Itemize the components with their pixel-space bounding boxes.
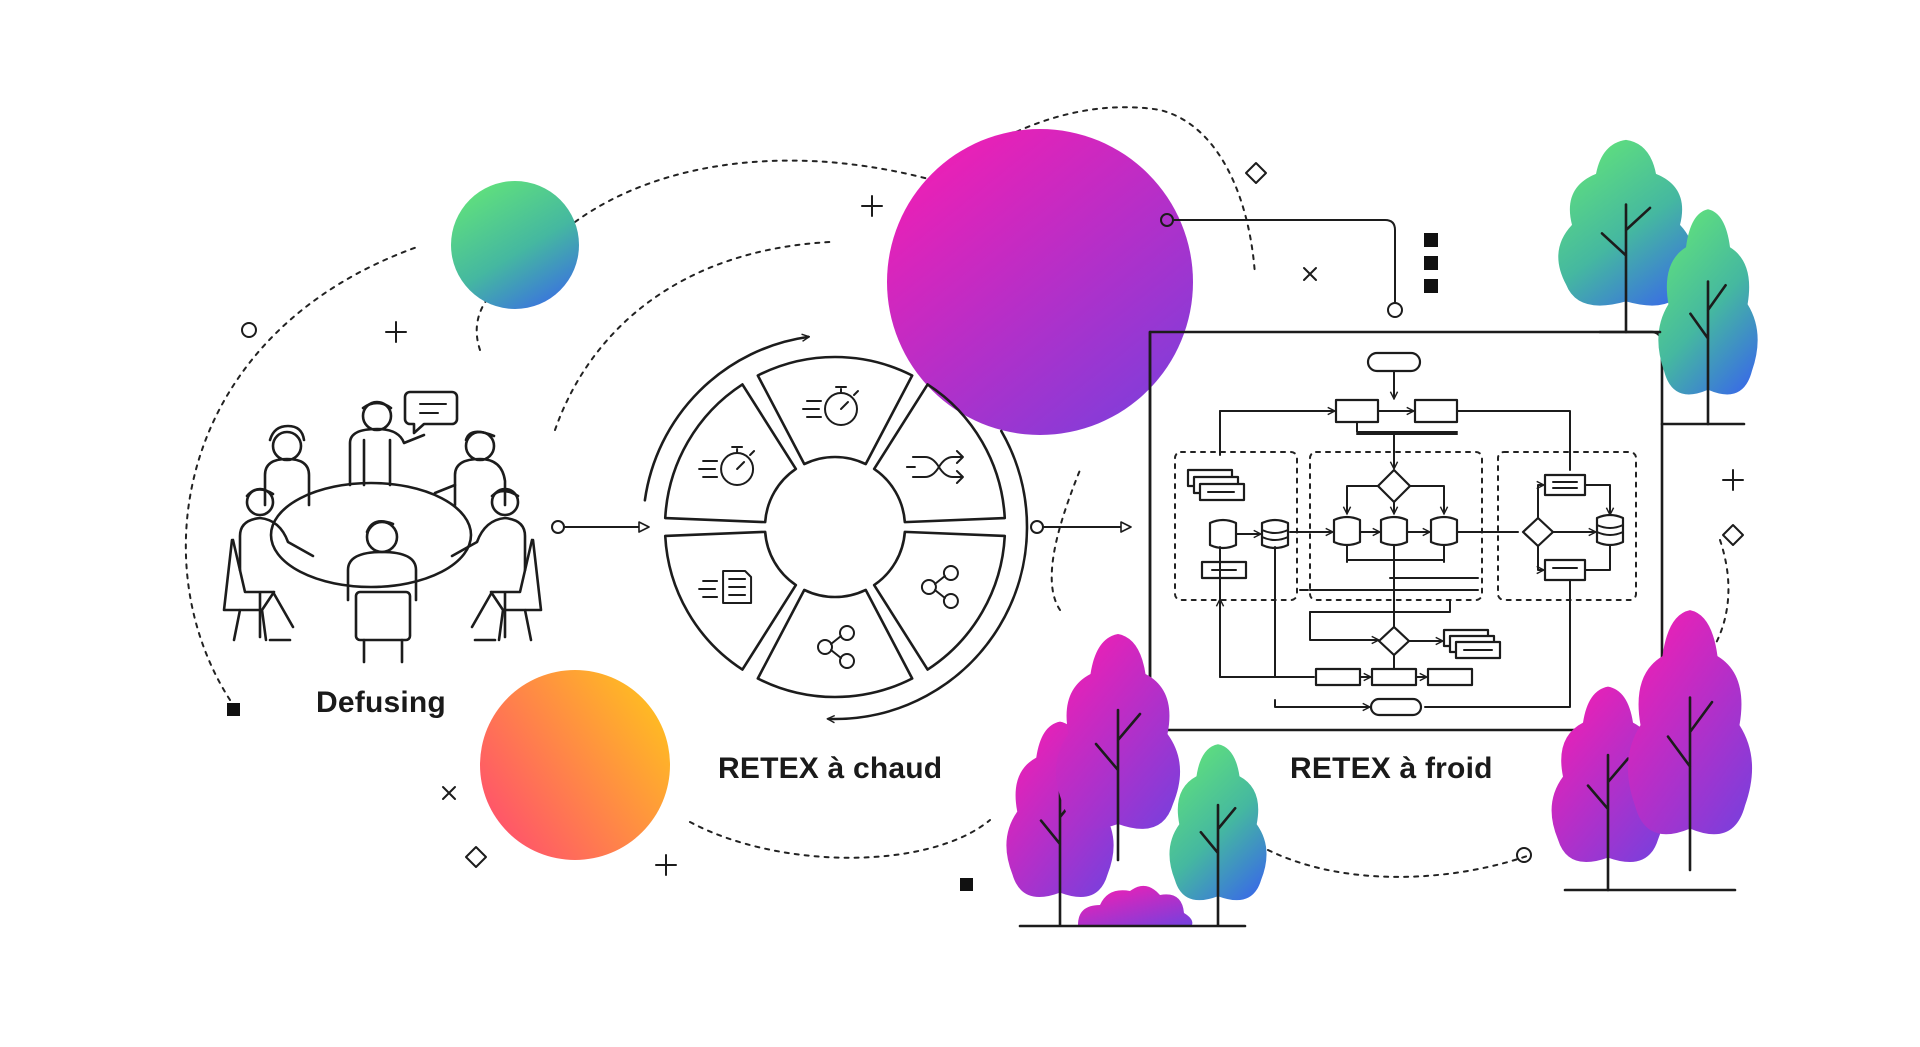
tree-icon xyxy=(1627,610,1753,872)
tree-icon xyxy=(1551,686,1665,892)
people-round-table-icon xyxy=(222,390,543,664)
connector-chaud-to-froid xyxy=(1030,520,1132,534)
tree-icons xyxy=(1006,139,1758,928)
tree-icon xyxy=(1658,209,1758,426)
wheel-segment xyxy=(756,588,914,699)
orange-yellow-circle xyxy=(480,670,670,860)
share-icon xyxy=(920,565,959,609)
tree-icon xyxy=(1055,634,1181,862)
fast-stopwatch-icon xyxy=(698,446,756,486)
bush-icon xyxy=(1078,885,1193,925)
ground-line xyxy=(1018,330,1737,928)
wheel-segment xyxy=(872,383,1007,524)
share-icon xyxy=(817,625,855,669)
wheel-segment xyxy=(663,383,798,524)
tree-icon xyxy=(1558,139,1694,334)
wheel-segment xyxy=(872,530,1007,671)
tree-icon xyxy=(1169,744,1267,927)
wheel-segment xyxy=(663,530,798,671)
decorative-marks xyxy=(227,162,1744,891)
wheel-segment xyxy=(756,355,914,466)
magenta-purple-circle xyxy=(887,129,1193,435)
fast-stopwatch-icon xyxy=(802,386,859,426)
dashed-orbits xyxy=(184,106,1730,878)
flowchart-diagram-icon xyxy=(1148,330,1746,732)
cycle-arrow-bottom xyxy=(828,429,1029,719)
pin-connector xyxy=(1160,213,1403,318)
label-retex-chaud: RETEX à chaud xyxy=(718,752,943,785)
retex-wheel xyxy=(643,337,1029,719)
connector-defusing-to-chaud xyxy=(551,520,650,534)
shuffle-icon xyxy=(905,450,964,484)
green-blue-circle xyxy=(451,181,579,309)
label-retex-froid: RETEX à froid xyxy=(1290,752,1493,785)
label-defusing: Defusing xyxy=(316,686,446,719)
cycle-arrow-top xyxy=(643,337,808,502)
document-speed-icon xyxy=(698,570,753,604)
